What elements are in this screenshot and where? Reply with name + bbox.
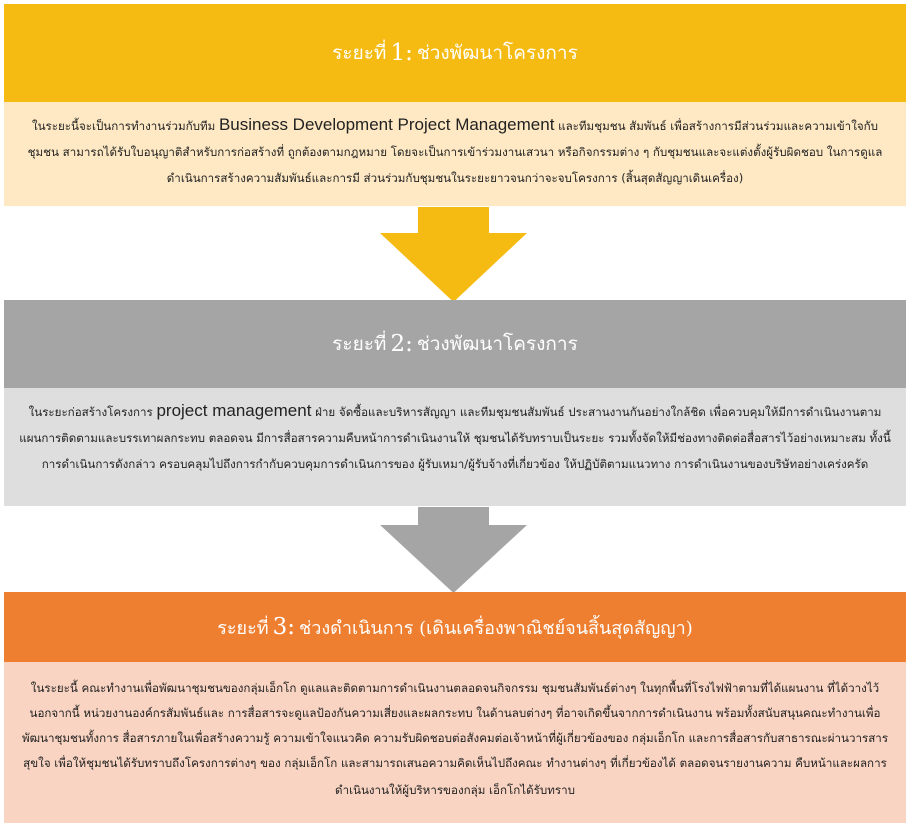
phase-1-body: ในระยะนี้จะเป็นการทำงานร่วมกับทีม Busine… <box>4 102 906 206</box>
phase-3-number: 3: <box>272 614 296 640</box>
phase-3-body-before: ในระยะนี้ คณะทำงานเพื่อพัฒนาชุมชนของกลุ่… <box>21 681 889 797</box>
phase-3-title: ช่วงดำเนินการ (เดินเครื่องพาณิชย์จนสิ้นส… <box>299 617 693 639</box>
phase-1-body-highlight: Business Development Project Management <box>218 115 555 134</box>
phase-2-body-highlight: project management <box>156 401 312 420</box>
phase-2-body-before: ในระยะก่อสร้างโครงการ <box>28 405 157 419</box>
phase-2-body: ในระยะก่อสร้างโครงการ project management… <box>4 388 906 506</box>
phase-3-prefix: ระยะที่ <box>217 617 269 639</box>
phase-3-body: ในระยะนี้ คณะทำงานเพื่อพัฒนาชุมชนของกลุ่… <box>4 662 906 823</box>
phase-1-prefix: ระยะที่ <box>332 42 387 64</box>
down-arrow-2-shape <box>380 507 527 593</box>
phase-3-header: ระยะที่ 3: ช่วงดำเนินการ (เดินเครื่องพาณ… <box>4 592 906 662</box>
phase-2-title: ช่วงพัฒนาโครงการ <box>416 333 578 355</box>
phase-1-body-after: และทีมชุมชน สัมพันธ์ เพื่อสร้างการมีส่วน… <box>27 119 883 185</box>
down-arrow-1-shape <box>380 207 527 302</box>
phase-1-body-before: ในระยะนี้จะเป็นการทำงานร่วมกับทีม <box>31 119 219 133</box>
phase-1-number: 1: <box>390 40 413 66</box>
phase-1-header: ระยะที่ 1: ช่วงพัฒนาโครงการ <box>4 4 906 102</box>
down-arrow-2 <box>380 507 527 593</box>
phase-1-title: ช่วงพัฒนาโครงการ <box>416 42 578 64</box>
phase-2-prefix: ระยะที่ <box>332 333 387 355</box>
down-arrow-1 <box>380 207 527 302</box>
phase-2-header: ระยะที่ 2: ช่วงพัฒนาโครงการ <box>4 300 906 388</box>
phase-2-number: 2: <box>390 331 413 357</box>
phase-2-body-after: ฝ่าย จัดซื้อและบริหารสัญญา และทีมชุมชนสั… <box>19 405 891 471</box>
